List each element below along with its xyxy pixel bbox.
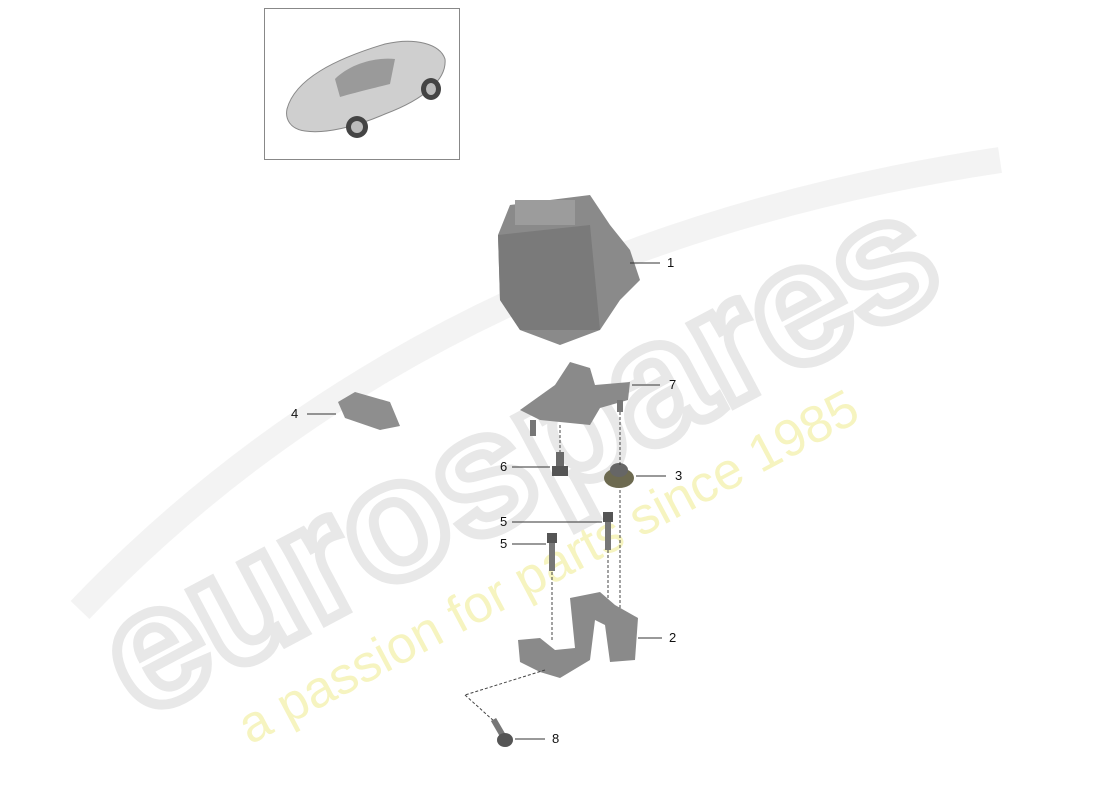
hydraulic-unit-icon[interactable] — [498, 195, 640, 345]
bolt-5b-icon[interactable] — [547, 533, 557, 571]
bolt-5a-icon[interactable] — [603, 512, 613, 550]
bracket-icon[interactable] — [518, 592, 638, 678]
callout-5b[interactable]: 5 — [500, 536, 508, 551]
car-icon — [286, 40, 446, 138]
screw-icon[interactable] — [490, 717, 513, 747]
mounting-bracket-icon[interactable] — [520, 362, 630, 436]
sensor-icon[interactable] — [338, 392, 400, 430]
callout-7[interactable]: 7 — [669, 377, 677, 392]
rubber-mount-icon[interactable] — [604, 463, 634, 488]
callout-1[interactable]: 1 — [667, 255, 675, 270]
callout-6[interactable]: 6 — [500, 459, 508, 474]
callout-5a[interactable]: 5 — [500, 514, 508, 529]
callout-8[interactable]: 8 — [552, 731, 560, 746]
callout-4[interactable]: 4 — [291, 406, 299, 421]
callout-2[interactable]: 2 — [669, 630, 677, 645]
bolt-6-icon[interactable] — [552, 452, 568, 476]
callout-3[interactable]: 3 — [675, 468, 683, 483]
car-thumbnail — [264, 8, 460, 160]
